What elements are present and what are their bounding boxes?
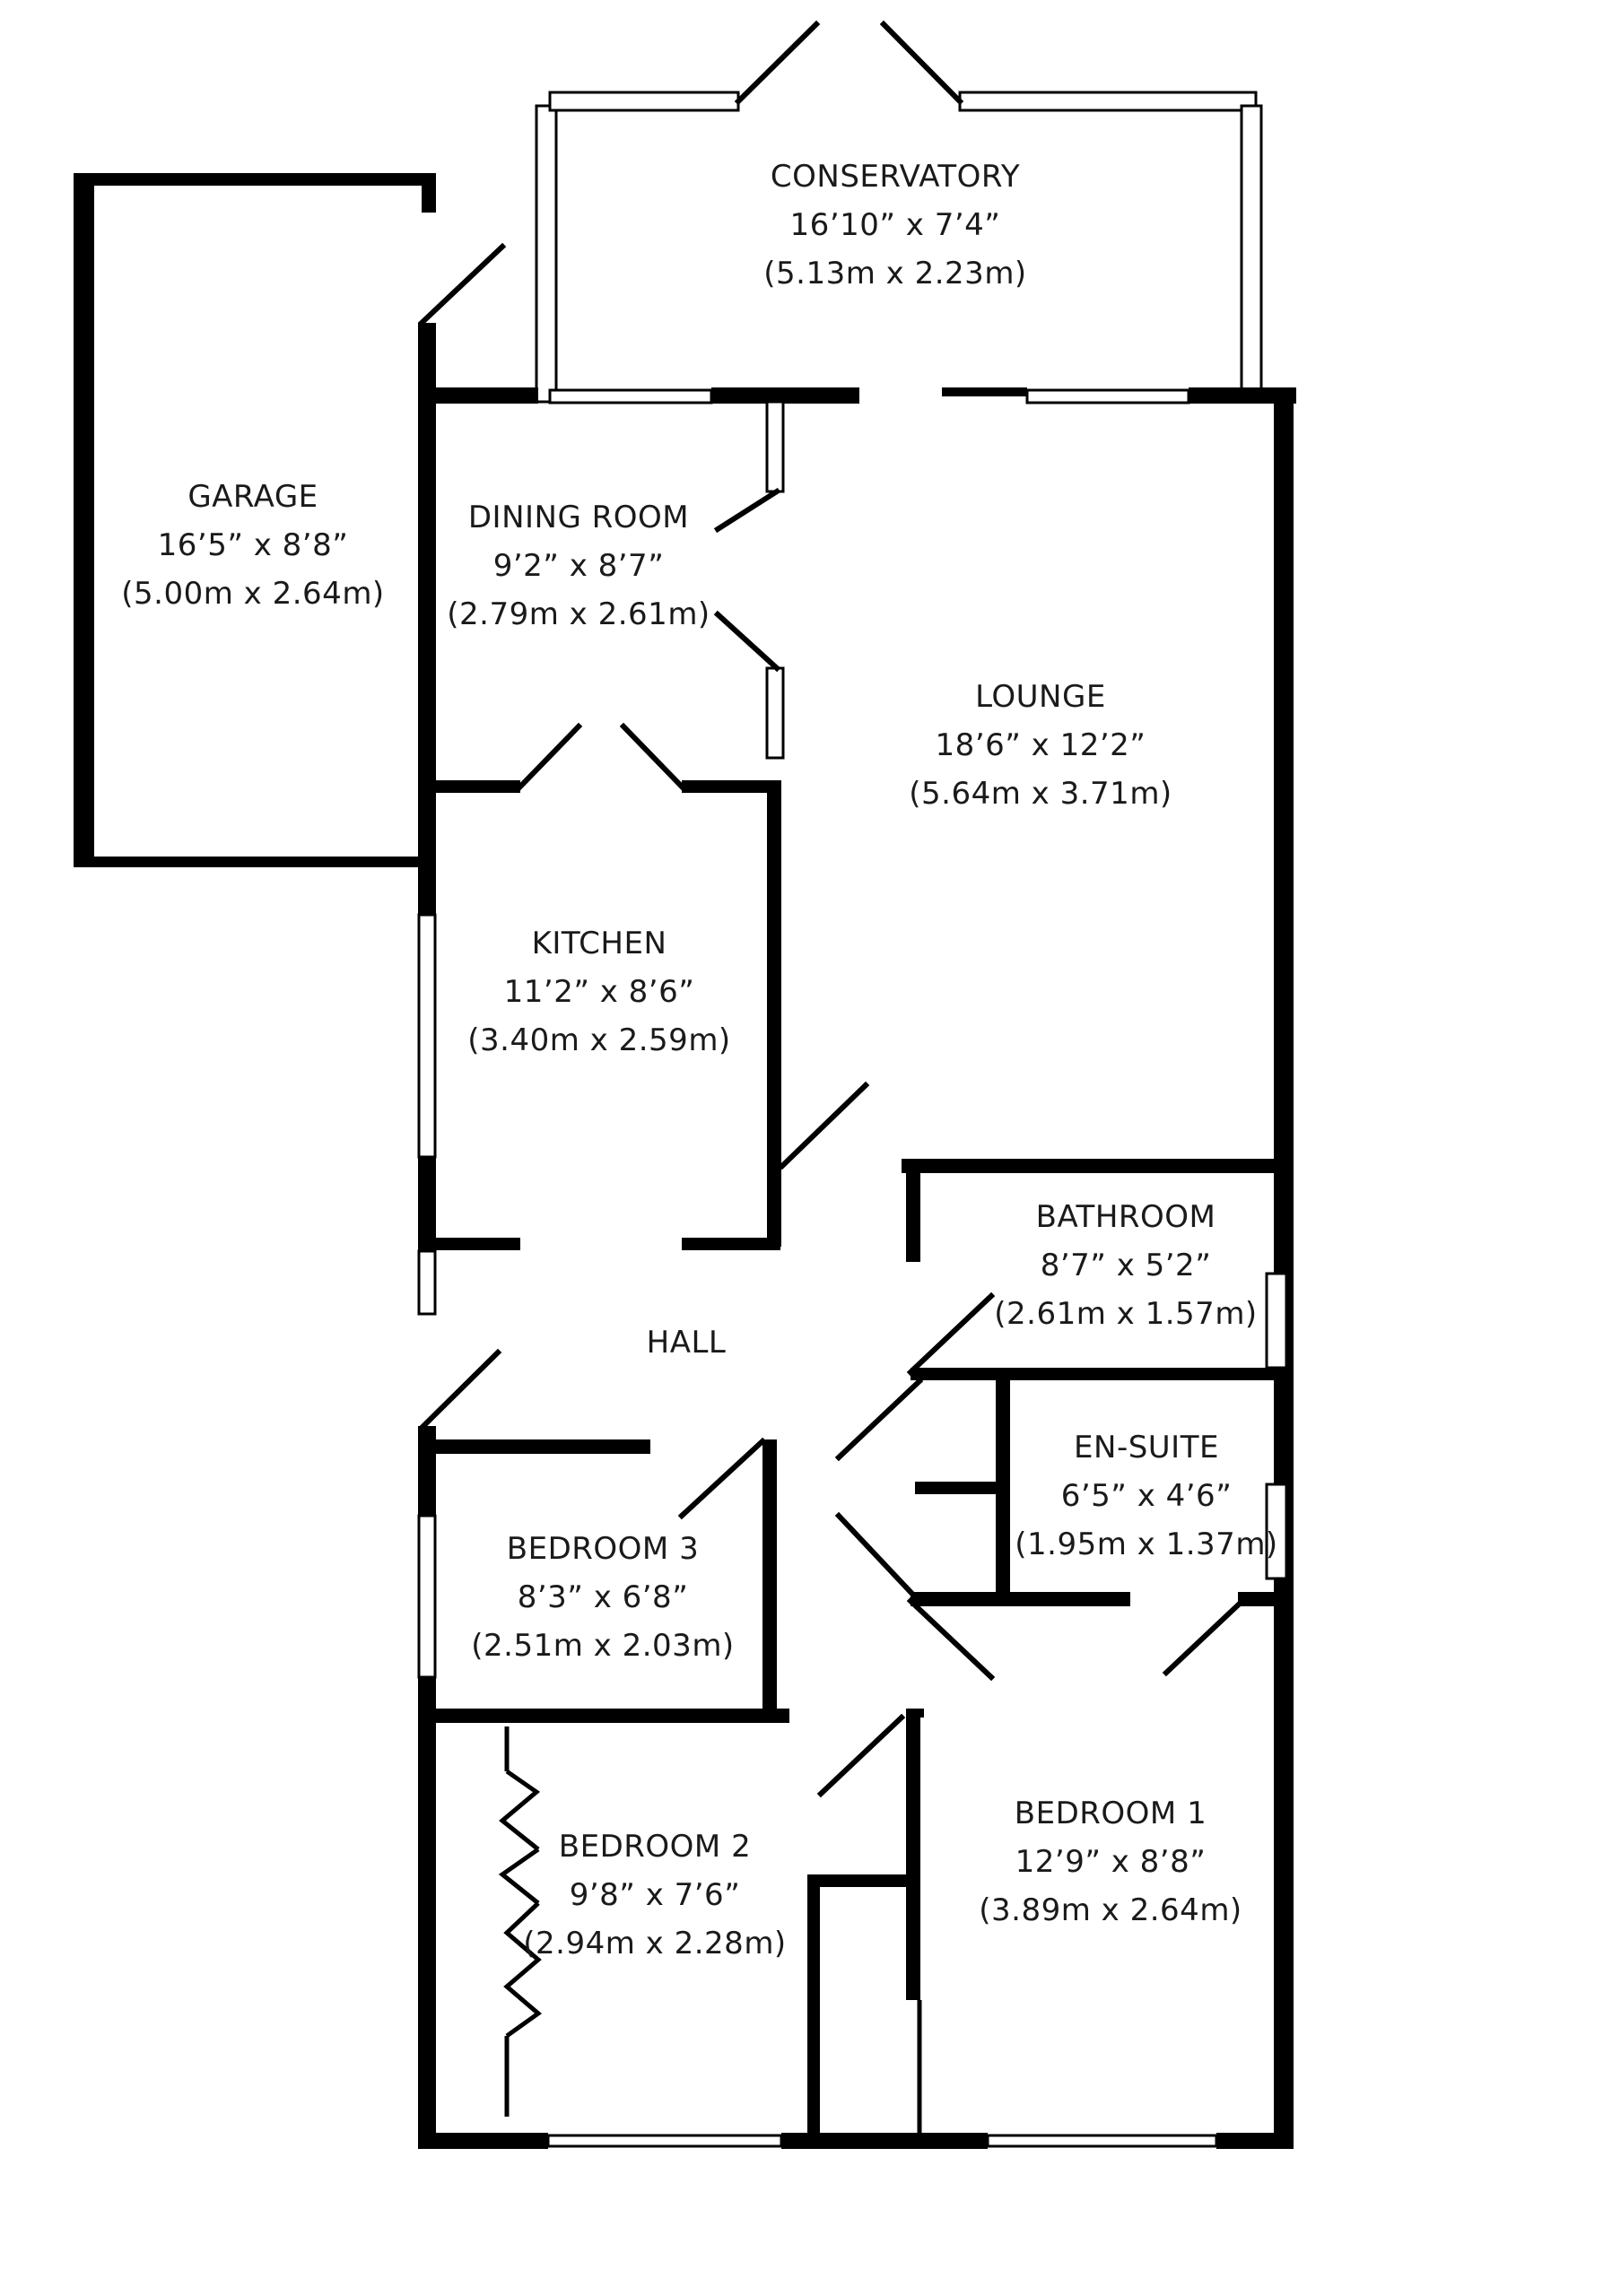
left-wall: [417, 323, 437, 2148]
bedroom3-walls: [422, 1439, 789, 1723]
en-suite-door-inner: [834, 1511, 915, 1596]
room-size-imperial: 16’5” x 8’8”: [157, 527, 349, 563]
bedroom2-wardrobe: [498, 1726, 922, 2135]
rear-wall: [422, 387, 1296, 2145]
bathroom-label: BATHROOM 8’7” x 5’2” (2.61m x 1.57m): [994, 1193, 1257, 1338]
front-wall: [418, 2133, 1294, 2149]
kitchen-walls: [422, 780, 781, 1250]
dining-lounge-door-top: [713, 487, 781, 534]
room-size-metric: (1.95m x 1.37m): [1015, 1526, 1278, 1562]
room-size-imperial: 8’3” x 6’8”: [517, 1579, 689, 1615]
room-size-metric: (3.40m x 2.59m): [467, 1022, 731, 1058]
bedroom1-door: [906, 1596, 996, 1682]
bedroom3-door: [677, 1437, 767, 1520]
en-suite-bedroom1-wall-right: [1238, 1592, 1287, 1606]
en-suite-door: [834, 1377, 924, 1462]
dining-lounge-door-bottom: [713, 610, 781, 673]
lounge-label: LOUNGE 18’6” x 12’2” (5.64m x 3.71m): [909, 673, 1172, 818]
bedroom2-label: BEDROOM 2 9’8” x 7’6” (2.94m x 2.28m): [523, 1822, 786, 1968]
room-name: LOUNGE: [975, 679, 1106, 715]
room-size-metric: (3.89m x 2.64m): [979, 1892, 1242, 1928]
conservatory-label: CONSERVATORY 16’10” x 7’4” (5.13m x 2.23…: [763, 152, 1026, 298]
en-suite-walls: [911, 1377, 1288, 1606]
kitchen-dining-door-right: [619, 722, 686, 791]
lounge-hall-door: [778, 1081, 870, 1170]
bathroom-door: [906, 1292, 996, 1377]
room-name: BATHROOM: [1035, 1199, 1216, 1235]
room-name: HALL: [646, 1325, 727, 1361]
room-name: DINING ROOM: [467, 500, 690, 535]
room-size-metric: (5.64m x 3.71m): [909, 776, 1172, 812]
room-size-imperial: 8’7” x 5’2”: [1040, 1248, 1212, 1283]
kitchen-label: KITCHEN 11’2” x 8’6” (3.40m x 2.59m): [467, 919, 730, 1065]
conservatory-walls: [535, 91, 1263, 404]
bedroom3-label: BEDROOM 3 8’3” x 6’8” (2.51m x 2.03m): [471, 1525, 734, 1670]
room-size-metric: (5.13m x 2.23m): [763, 256, 1027, 291]
garage-label: GARAGE 16’5” x 8’8” (5.00m x 2.64m): [121, 473, 384, 618]
room-size-metric: (2.79m x 2.61m): [447, 596, 710, 632]
room-size-imperial: 18’6” x 12’2”: [935, 727, 1146, 763]
room-name: BEDROOM 3: [506, 1531, 700, 1567]
room-size-imperial: 16’10” x 7’4”: [789, 207, 1001, 243]
garage-walls: [74, 173, 436, 867]
room-name: BEDROOM 1: [1014, 1796, 1207, 1831]
room-size-imperial: 6’5” x 4’6”: [1060, 1478, 1233, 1514]
conservatory-door-right: [879, 20, 964, 106]
garage-door: [417, 242, 507, 327]
bedroom2-door: [816, 1713, 906, 1798]
room-size-imperial: 11’2” x 8’6”: [503, 974, 695, 1010]
bedroom2-walls: [807, 1709, 924, 2148]
bedroom1-label: BEDROOM 1 12’9” x 8’8” (3.89m x 2.64m): [979, 1789, 1242, 1935]
room-size-metric: (5.00m x 2.64m): [121, 576, 385, 612]
bedroom1-ensuite-door: [1162, 1596, 1247, 1677]
room-size-imperial: 12’9” x 8’8”: [1015, 1844, 1207, 1880]
room-size-metric: (2.61m x 1.57m): [994, 1296, 1258, 1332]
hall-entrance-door: [419, 1348, 502, 1431]
room-name: KITCHEN: [531, 926, 667, 961]
kitchen-dining-door-left: [516, 722, 583, 791]
hall-label: HALL: [647, 1318, 727, 1367]
en-suite-label: EN-SUITE 6’5” x 4’6” (1.95m x 1.37m): [1015, 1423, 1277, 1569]
room-name: BEDROOM 2: [558, 1829, 752, 1865]
room-size-imperial: 9’2” x 8’7”: [492, 548, 665, 584]
room-name: GARAGE: [187, 479, 318, 515]
room-name: CONSERVATORY: [770, 159, 1021, 195]
room-size-metric: (2.51m x 2.03m): [471, 1628, 735, 1664]
room-name: EN-SUITE: [1074, 1430, 1219, 1465]
dining-room-label: DINING ROOM 9’2” x 8’7” (2.79m x 2.61m): [447, 493, 710, 639]
conservatory-door-left: [734, 20, 821, 106]
room-size-imperial: 9’8” x 7’6”: [569, 1877, 741, 1913]
room-size-metric: (2.94m x 2.28m): [523, 1926, 787, 1961]
